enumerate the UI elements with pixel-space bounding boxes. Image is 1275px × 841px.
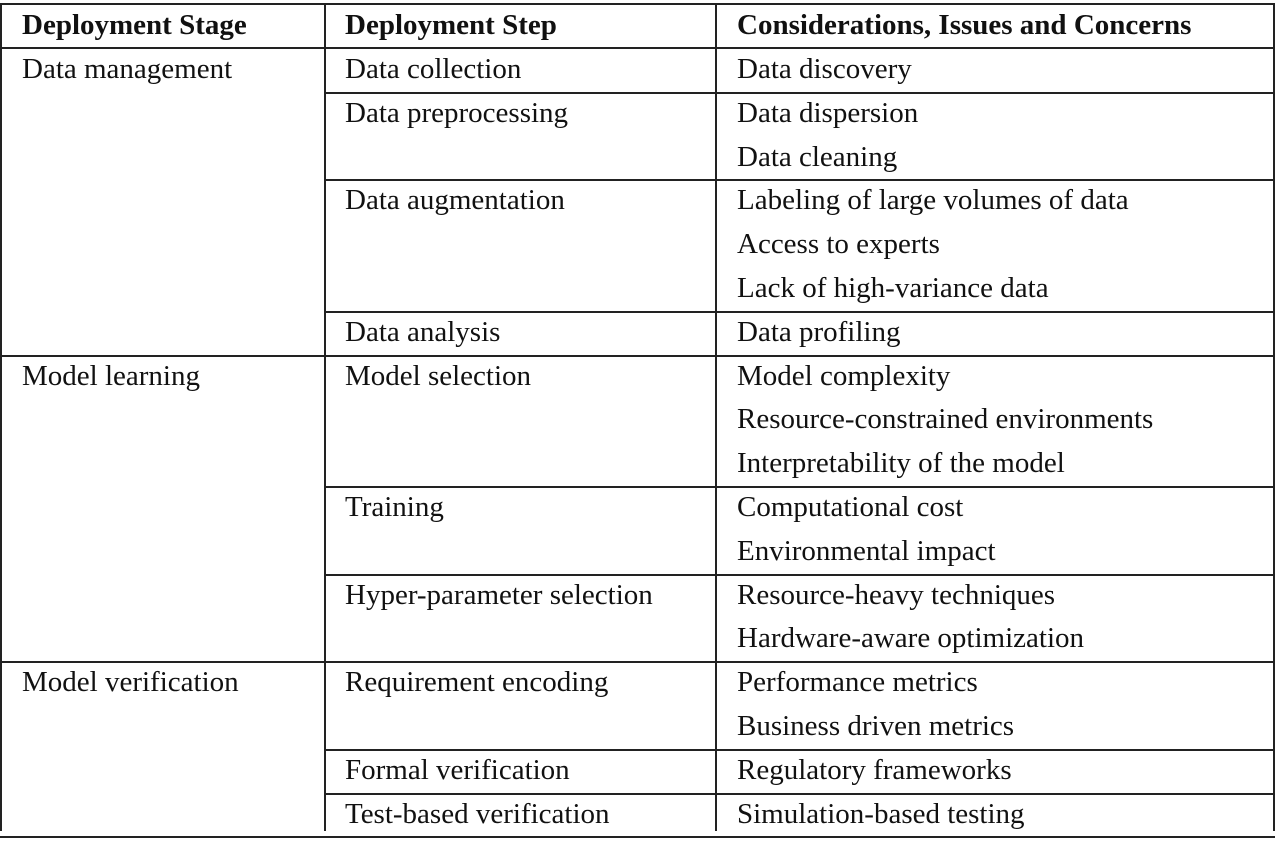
step-divider (325, 91, 1275, 94)
step-divider (325, 573, 1275, 576)
concern-item: Performance metrics (737, 666, 978, 699)
step-divider (325, 179, 1275, 182)
concern-item: Data discovery (737, 53, 912, 85)
concern-item: Environmental impact (737, 534, 996, 567)
concern-item: Simulation-based testing (737, 797, 1025, 830)
table-top-rule (0, 3, 1275, 5)
step-name: Formal verification (345, 753, 570, 786)
step-name: Data collection (345, 53, 522, 85)
concern-item: Data dispersion (737, 96, 919, 129)
column-divider (715, 4, 717, 831)
stage-name: Data management (22, 53, 233, 85)
header-bottom-rule (0, 47, 1275, 49)
stage-divider (0, 354, 1275, 357)
column-header: Deployment Step (345, 9, 557, 41)
concern-item: Labeling of large volumes of data (737, 184, 1129, 217)
step-divider (325, 310, 1275, 313)
concern-item: Data profiling (737, 315, 901, 348)
concern-item: Resource-heavy techniques (737, 578, 1056, 611)
step-name: Data preprocessing (345, 96, 569, 129)
step-divider (325, 486, 1275, 488)
step-divider (325, 792, 1275, 795)
concern-item: Lack of high-variance data (737, 272, 1049, 304)
concern-item: Business driven metrics (737, 710, 1015, 742)
step-name: Data analysis (345, 315, 501, 348)
step-name: Data augmentation (345, 184, 565, 217)
concern-item: Interpretability of the model (737, 447, 1065, 480)
column-divider (1273, 4, 1275, 831)
step-name: Model selection (345, 359, 532, 392)
table-bottom-rule (0, 836, 1275, 839)
step-name: Hyper-parameter selection (345, 578, 653, 611)
step-name: Test-based verification (345, 797, 610, 830)
column-divider (0, 4, 2, 831)
concern-item: Computational cost (737, 491, 964, 523)
concern-item: Hardware-aware optimization (737, 622, 1085, 655)
stage-divider (0, 661, 1275, 664)
column-header: Considerations, Issues and Concerns (737, 9, 1192, 41)
stage-name: Model learning (22, 359, 200, 392)
concern-item: Regulatory frameworks (737, 753, 1012, 786)
column-divider (324, 4, 326, 831)
column-header: Deployment Stage (22, 9, 247, 41)
step-divider (325, 748, 1275, 751)
step-name: Training (345, 491, 444, 523)
concern-item: Model complexity (737, 359, 951, 392)
concern-item: Resource-constrained environments (737, 403, 1154, 436)
concern-item: Access to experts (737, 228, 940, 261)
concern-item: Data cleaning (737, 140, 898, 173)
stage-name: Model verification (22, 666, 239, 699)
step-name: Requirement encoding (345, 666, 609, 699)
